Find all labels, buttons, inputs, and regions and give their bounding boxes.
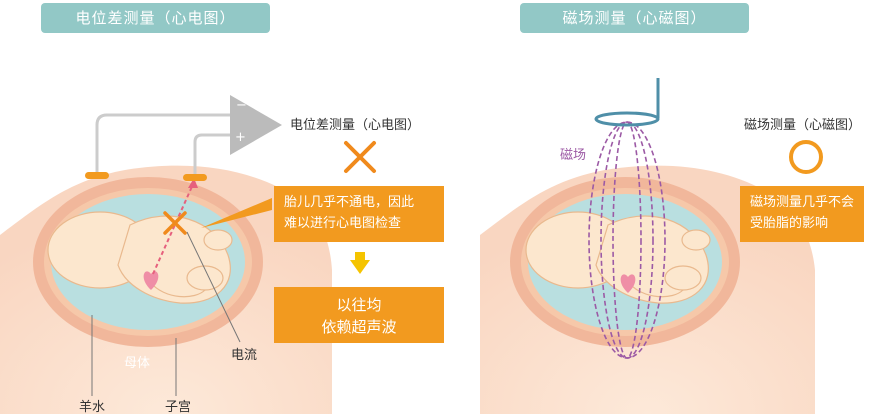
magnetometer-coil-icon xyxy=(594,78,660,127)
current-arrow xyxy=(152,181,195,275)
amplifier-minus: − xyxy=(236,98,247,113)
electrode-wiring xyxy=(95,113,232,178)
uterus-label: 子宫 xyxy=(165,400,192,415)
magnetic-field-lines xyxy=(588,121,666,359)
mcg-callout-line-2: 受胎脂的影响 xyxy=(750,216,829,231)
result-line-1: 以往均 xyxy=(336,296,382,314)
mcg-device-label: 磁场测量（心磁图） xyxy=(744,118,862,133)
mother-label: 母体 xyxy=(124,356,151,371)
callout-pointer xyxy=(201,198,272,228)
current-arrow-head xyxy=(188,178,198,188)
cross-icon-fetus xyxy=(163,211,187,235)
ultrasound-result-box: 以往均 依赖超声波 xyxy=(274,287,444,343)
electrode-right xyxy=(183,174,207,181)
label-leaders xyxy=(91,231,241,396)
cross-icon-result xyxy=(344,141,376,173)
mcg-callout-box: 磁场测量几乎不会 受胎脂的影响 xyxy=(740,186,864,242)
ecg-callout-line-2: 难以进行心电图检查 xyxy=(284,216,402,231)
heart-icon xyxy=(620,274,636,293)
ecg-callout-line-1: 胎儿几乎不通电，因此 xyxy=(284,195,415,210)
amplifier-plus: + xyxy=(235,130,246,145)
current-label: 电流 xyxy=(231,348,258,363)
down-arrow-icon xyxy=(350,260,370,274)
amplifier-icon xyxy=(230,95,282,155)
result-line-2: 依赖超声波 xyxy=(321,318,397,336)
left-panel-header: 电位差测量（心电图） xyxy=(41,3,270,33)
electrode-left xyxy=(85,172,109,179)
right-panel-header: 磁场测量（心磁图） xyxy=(520,3,749,33)
circle-icon-result xyxy=(789,140,823,174)
ecg-callout-box: 胎儿几乎不通电，因此 难以进行心电图检查 xyxy=(274,186,444,242)
amniotic-label: 羊水 xyxy=(79,400,106,415)
ecg-device-label: 电位差测量（心电图） xyxy=(290,118,421,133)
heart-icon xyxy=(143,271,159,290)
mcg-callout-line-1: 磁场测量几乎不会 xyxy=(750,195,855,210)
magnetic-field-label: 磁场 xyxy=(560,148,587,163)
